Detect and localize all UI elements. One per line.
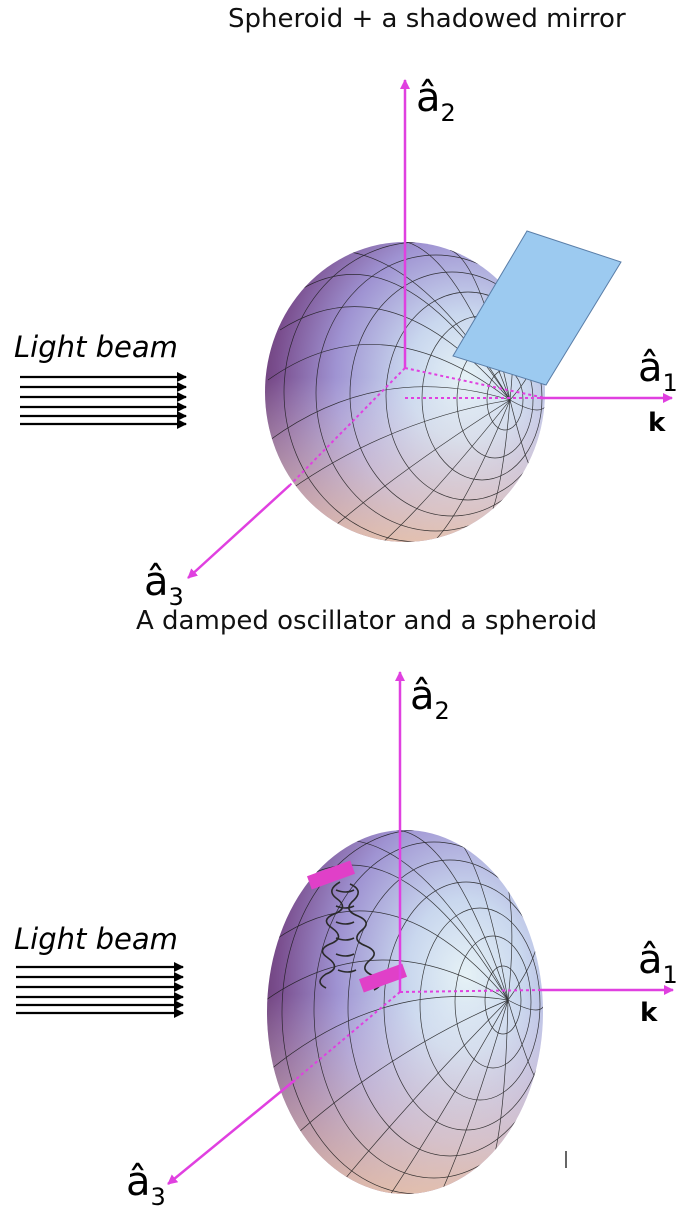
panel-mirror-diagram	[20, 79, 673, 579]
light-beam-arrows	[16, 962, 184, 1018]
a3-label: â3	[126, 1159, 166, 1211]
a1-label: â1	[638, 937, 678, 989]
oscillator-plate-top	[306, 860, 356, 890]
panel-title: A damped oscillator and a spheroid	[136, 606, 598, 636]
spheroid	[267, 830, 543, 1194]
a2-label: â2	[410, 673, 450, 725]
panel-mirror: Spheroid + a shadowed mirror Light beam …	[0, 0, 686, 609]
a2-label: â2	[416, 75, 456, 127]
light-beam-label: Light beam	[14, 330, 178, 364]
axis-a3	[187, 367, 406, 579]
axis-a1	[404, 367, 673, 403]
k-label: k	[648, 408, 666, 438]
a3-label: â3	[144, 559, 184, 611]
panel-oscillator-diagram	[16, 671, 674, 1194]
axis-a1	[399, 985, 674, 995]
light-beam-arrows	[20, 372, 187, 429]
oscillator-spring	[319, 881, 381, 991]
oscillator-plate-bottom	[358, 963, 408, 993]
panel-title: Spheroid + a shadowed mirror	[228, 4, 626, 34]
axis-a3	[167, 991, 401, 1185]
damped-oscillator	[306, 860, 408, 993]
mirror	[452, 230, 622, 386]
panel-oscillator: A damped oscillator and a spheroid Light…	[0, 600, 686, 1211]
k-label: k	[640, 998, 658, 1028]
a1-label: â1	[638, 345, 678, 397]
light-beam-label: Light beam	[14, 922, 178, 956]
